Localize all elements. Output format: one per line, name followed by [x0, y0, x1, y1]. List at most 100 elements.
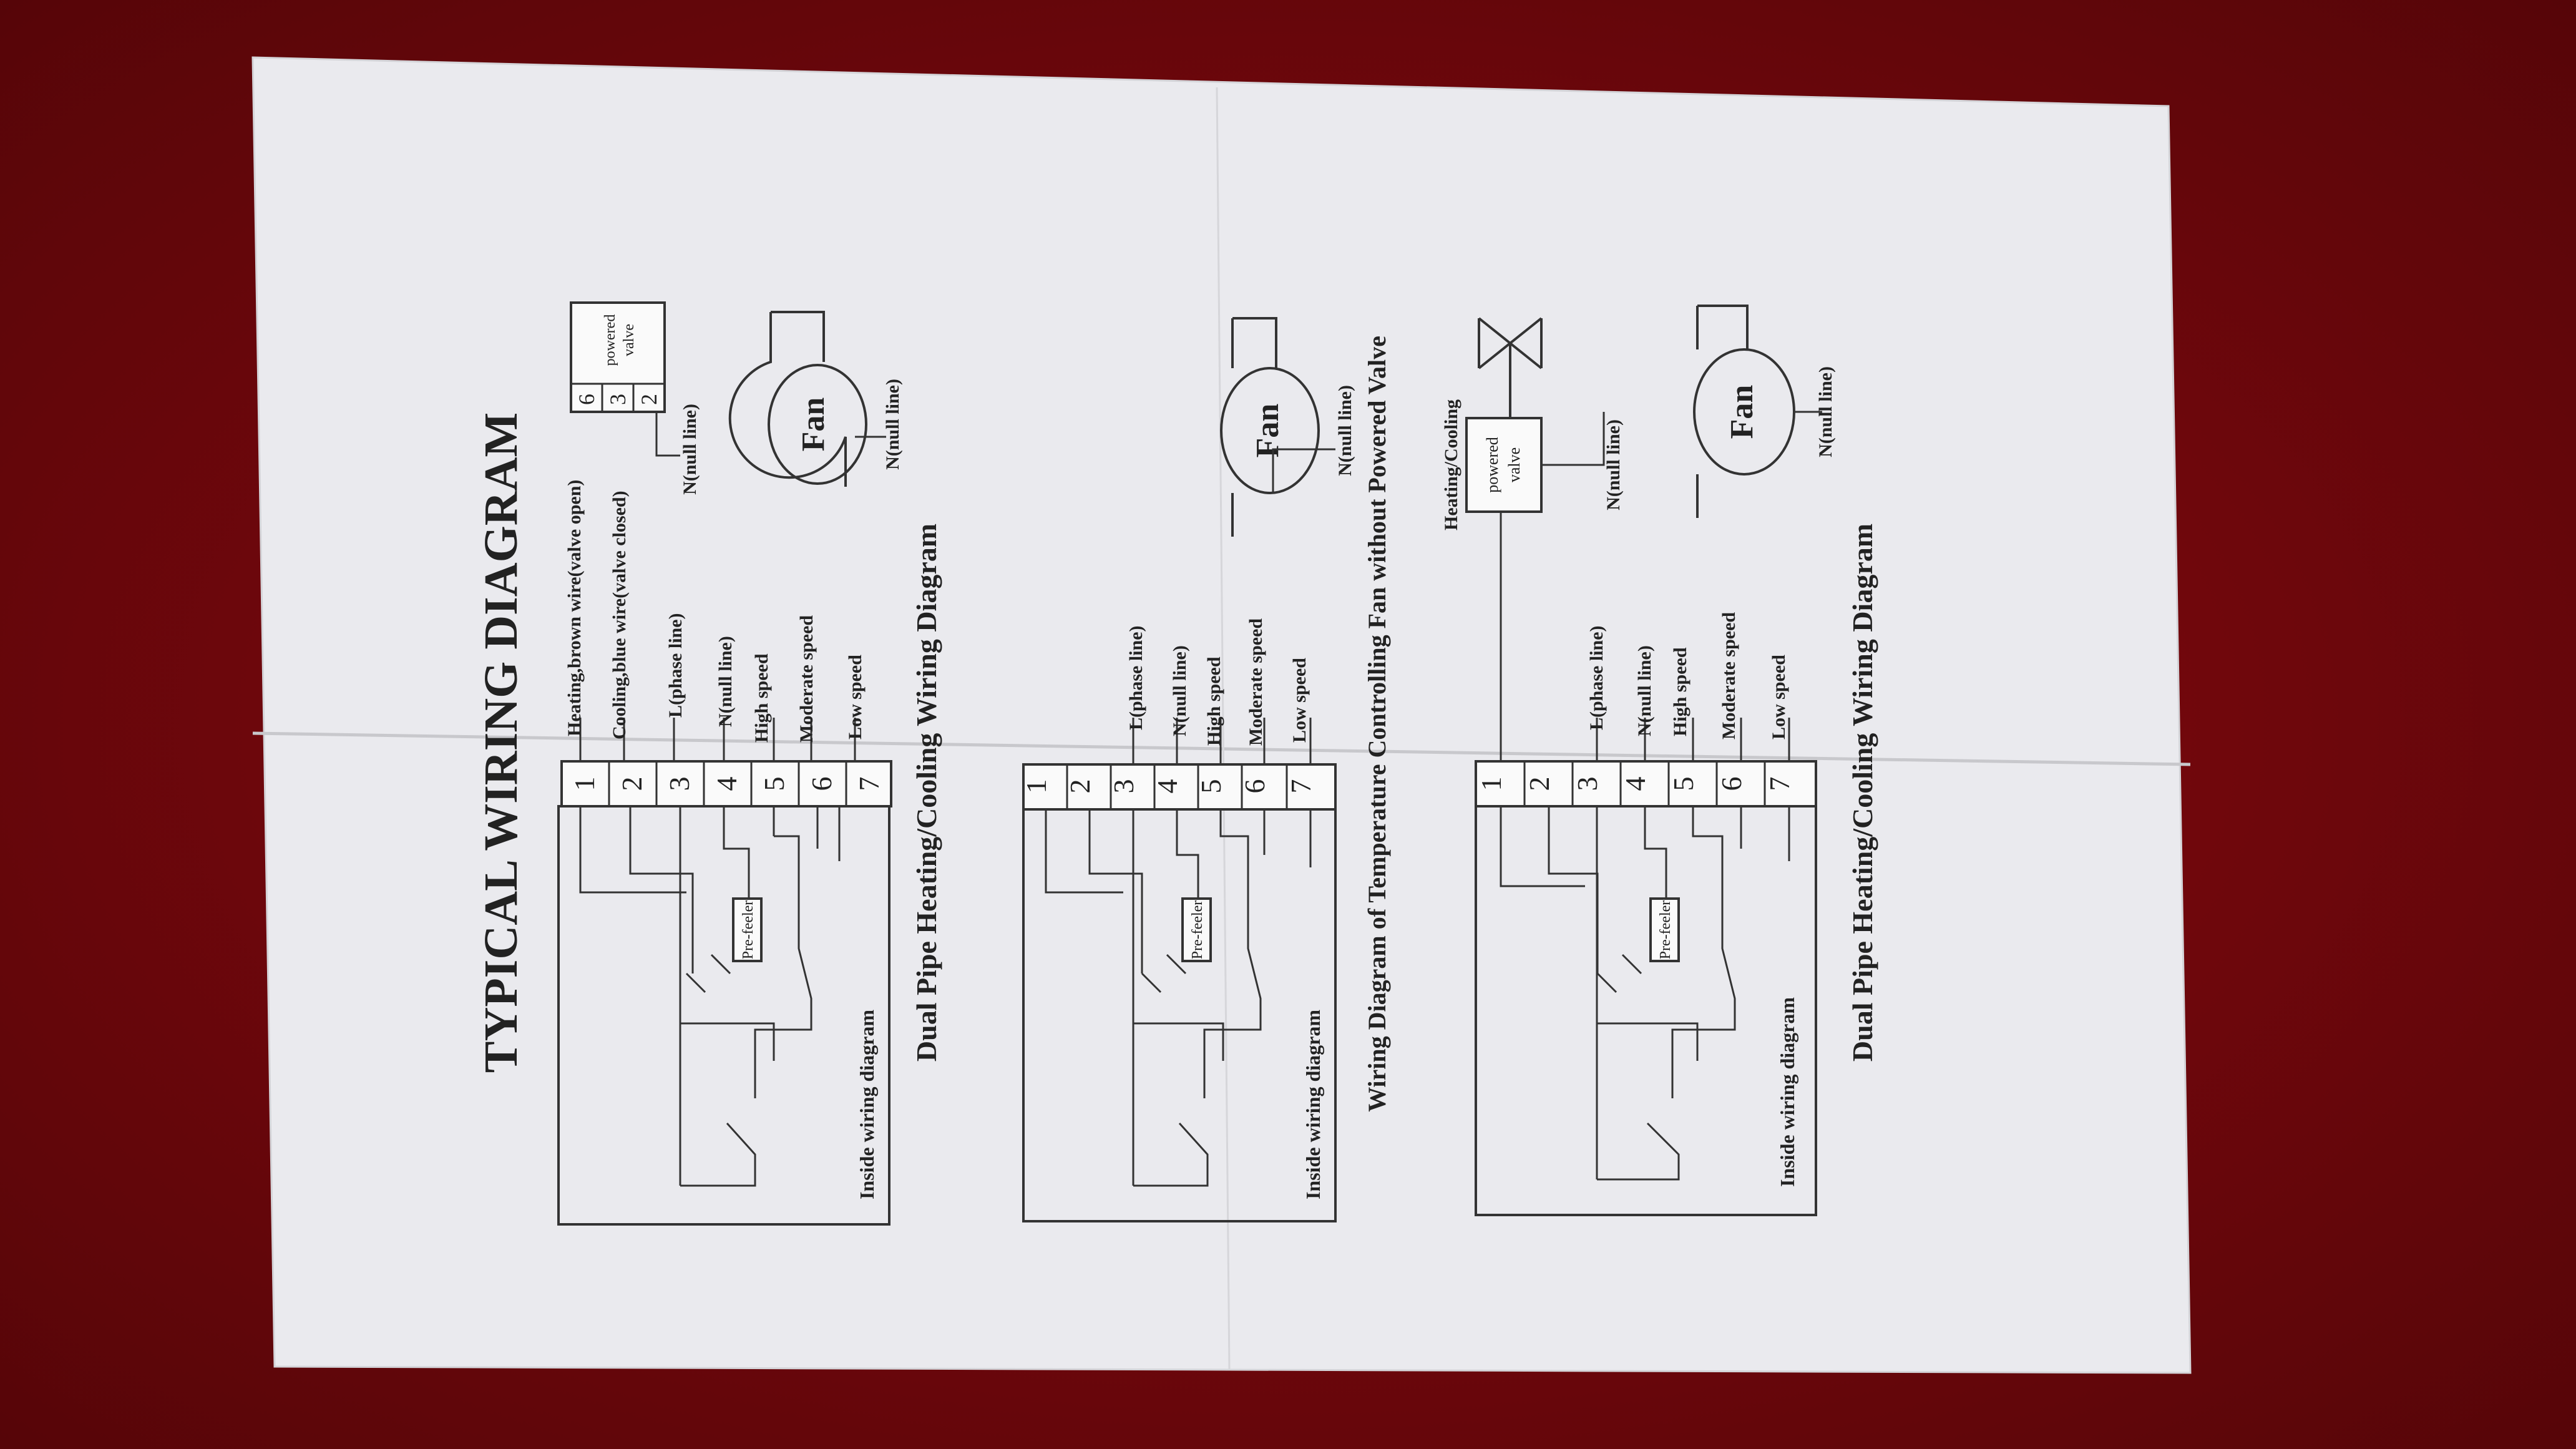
terminal-5: 5: [1667, 777, 1699, 791]
terminal-6: 6: [806, 777, 837, 791]
valve-terminal-grid: [571, 383, 665, 412]
terminal-label-heating: Heating,brown wire(valve open): [564, 480, 585, 736]
fan-label: Fan: [796, 398, 831, 452]
terminal-block-3: 1 2 3 4 5 6 7: [1475, 760, 1817, 807]
pre-feeler-label: Pre-feeler: [1657, 900, 1674, 960]
terminal-label-phase: L(phase line): [1126, 625, 1146, 730]
page-title: TYPICAL WIRING DIAGRAM: [475, 412, 527, 1073]
terminal-block-1: 1 2 3 4 5 6 7: [560, 760, 892, 807]
terminal-6: 6: [1715, 777, 1747, 791]
terminal-1: 1: [1020, 779, 1052, 794]
terminal-3: 3: [1571, 777, 1603, 791]
heating-cooling-label: Heating/Cooling: [1441, 399, 1461, 530]
terminal-label-high: High speed: [1204, 656, 1224, 746]
diagram-3-caption: Dual Pipe Heating/Cooling Wiring Diagram: [1847, 524, 1878, 1061]
terminal-label-low: Low speed: [845, 655, 866, 739]
terminal-6: 6: [1239, 779, 1271, 794]
valve-null-label: N(null line): [1603, 419, 1624, 510]
valve-null-label: N(null line): [680, 404, 700, 495]
fan-null-label: N(null line): [1815, 366, 1836, 457]
diagram-3: 1 2 3 4 5 6 7 Pre-feeler Inside wiring d…: [1441, 305, 1878, 1216]
terminal-dividers: [1523, 761, 1766, 806]
terminal-3: 3: [1108, 779, 1139, 794]
valve-label-powered: powered: [602, 315, 618, 366]
fan-circle: [768, 364, 867, 485]
powered-valve-box: [1465, 417, 1543, 513]
terminal-label-null: N(null line): [1169, 645, 1190, 736]
terminal-leads: [1500, 449, 1790, 761]
valve-number-2: 2: [637, 394, 661, 405]
inside-wiring-box: [1022, 808, 1337, 1222]
terminal-label-low: Low speed: [1289, 658, 1310, 743]
valve-number-3: 3: [605, 394, 630, 405]
valve-label-valve: valve: [1505, 447, 1523, 482]
valve-number-6: 6: [574, 394, 599, 405]
pre-feeler-box: [732, 897, 763, 962]
fan-housing: [1231, 317, 1277, 537]
terminal-label-high: High speed: [751, 653, 772, 743]
valve-null-lead: [655, 412, 680, 457]
fan-null-label: N(null line): [1335, 385, 1355, 476]
valve-label-valve: valve: [621, 324, 637, 356]
fan-housing: [728, 311, 847, 487]
terminal-leads: [1132, 718, 1312, 764]
diagram-1-caption: Dual Pipe Heating/Cooling Wiring Diagram: [910, 524, 942, 1061]
terminal-label-low: Low speed: [1769, 655, 1789, 739]
inside-wiring-lines: [579, 806, 841, 1187]
terminal-2: 2: [616, 777, 648, 791]
pre-feeler-box: [1181, 897, 1212, 962]
inside-wiring-label: Inside wiring diagram: [1776, 997, 1798, 1187]
valve-null-lead: [1541, 412, 1605, 466]
inside-wiring-label: Inside wiring diagram: [1302, 1010, 1324, 1199]
terminal-1: 1: [1475, 777, 1507, 791]
pre-feeler-label: Pre-feeler: [1189, 900, 1206, 960]
paper: [251, 56, 2192, 1374]
valve-icon: [1478, 317, 1543, 418]
terminal-label-moderate: Moderate speed: [796, 615, 817, 743]
terminal-7: 7: [1764, 777, 1795, 791]
powered-valve-box: [570, 301, 666, 413]
terminal-numbers: 1 2 3 4 5 6 7: [1475, 777, 1795, 791]
fan-housing: [1696, 305, 1749, 518]
terminal-numbers: 1 2 3 4 5 6 7: [568, 777, 885, 791]
terminal-1: 1: [568, 777, 600, 791]
terminal-2: 2: [1523, 777, 1555, 791]
fan-circle: [1220, 367, 1320, 494]
terminal-4: 4: [711, 777, 743, 791]
inside-wiring-label: Inside wiring diagram: [856, 1010, 878, 1199]
terminal-numbers: 1 2 3 4 5 6 7: [1020, 779, 1317, 794]
diagram-2: 1 2 3 4 5 6 7 Pre-feeler Inside wiring d…: [1020, 317, 1391, 1222]
terminal-label-null: N(null line): [715, 636, 736, 727]
terminal-7: 7: [853, 777, 885, 791]
diagram-2-caption: Wiring Diagram of Temperature Controllin…: [1363, 336, 1391, 1112]
terminal-4: 4: [1151, 779, 1183, 794]
terminal-3: 3: [663, 777, 695, 791]
terminal-strip: [1475, 760, 1817, 807]
terminal-label-phase: L(phase line): [1586, 625, 1607, 730]
fold-line-vertical: [1216, 87, 1231, 1370]
terminal-label-moderate: Moderate speed: [1246, 618, 1266, 746]
terminal-block-2: 1 2 3 4 5 6 7: [1020, 763, 1337, 811]
terminal-4: 4: [1619, 777, 1651, 791]
terminal-leads: [579, 718, 856, 761]
terminal-2: 2: [1064, 779, 1096, 794]
inside-wiring-lines: [1045, 809, 1312, 1187]
terminal-dividers: [1066, 764, 1288, 809]
terminal-label-null: N(null line): [1634, 645, 1655, 736]
terminal-label-high: High speed: [1670, 647, 1690, 736]
inside-wiring-lines: [1500, 806, 1790, 1181]
fan-null-label: N(null line): [882, 379, 903, 470]
fan-null-lead: [1272, 448, 1335, 493]
terminal-5: 5: [758, 777, 790, 791]
terminal-5: 5: [1195, 779, 1227, 794]
valve-label-powered: powered: [1483, 437, 1501, 493]
terminal-strip: [560, 760, 892, 807]
diagram-1: 1 2 3 4 5 6 7 Pre-feeler Inside wiring d…: [557, 301, 942, 1226]
pre-feeler-label: Pre-feeler: [740, 900, 756, 960]
terminal-dividers: [608, 761, 847, 806]
terminal-label-phase: L(phase line): [665, 613, 686, 718]
fan-label: Fan: [1724, 385, 1760, 439]
pre-feeler-box: [1649, 897, 1680, 962]
